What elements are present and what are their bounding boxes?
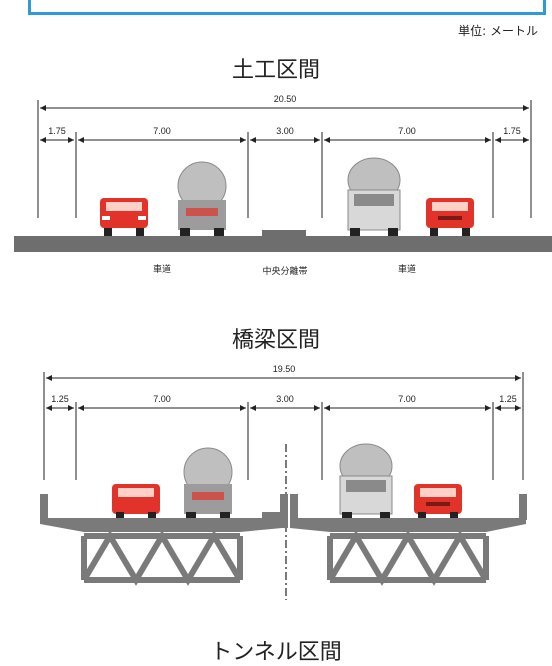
bridge-deck-right bbox=[290, 494, 527, 532]
tank-truck-left bbox=[177, 161, 227, 236]
median-barrier bbox=[262, 230, 306, 238]
bridge-tank-truck-left bbox=[183, 447, 233, 518]
section-title-tunnel: トンネル区間 bbox=[210, 640, 342, 665]
bridge-dim-label-2: 7.00 bbox=[153, 394, 171, 404]
header-frame bbox=[28, 0, 546, 15]
bridge-total-width-label: 19.50 bbox=[273, 364, 296, 374]
bridge-car-right bbox=[414, 484, 462, 518]
tank-truck-right bbox=[347, 157, 401, 236]
bridge-dim-label-4: 7.00 bbox=[398, 394, 416, 404]
bridge-deck-left bbox=[40, 494, 288, 532]
bridge-dim-label-1: 1.25 bbox=[51, 394, 69, 404]
dim-label-4: 7.00 bbox=[398, 126, 416, 136]
dim-label-1: 1.75 bbox=[48, 126, 66, 136]
dim-label-2: 7.00 bbox=[153, 126, 171, 136]
earthwork-cross-section: 20.50 1.75 7.00 3.00 7.00 1.75 車道 bbox=[14, 94, 552, 277]
bridge-tank-truck-right bbox=[339, 443, 393, 518]
car-left bbox=[100, 198, 148, 236]
truss-right bbox=[327, 530, 489, 586]
lane-label-left: 車道 bbox=[153, 263, 171, 275]
section-title-earthwork: 土工区間 bbox=[231, 58, 320, 83]
bridge-cross-section: 19.50 1.25 7.00 3.00 7.00 1.25 bbox=[40, 364, 527, 600]
dim-label-5: 1.75 bbox=[503, 126, 521, 136]
truss-left bbox=[81, 530, 243, 586]
section-title-bridge: 橋梁区間 bbox=[231, 328, 320, 353]
bridge-dim-label-3: 3.00 bbox=[276, 394, 294, 404]
unit-label: 単位: メートル bbox=[458, 24, 538, 38]
road-surface bbox=[14, 236, 552, 252]
median-label: 中央分離帯 bbox=[262, 265, 307, 277]
car-right bbox=[426, 198, 474, 236]
bridge-dim-label-5: 1.25 bbox=[499, 394, 517, 404]
lane-label-right: 車道 bbox=[398, 263, 416, 275]
dim-label-3: 3.00 bbox=[276, 126, 294, 136]
total-width-label: 20.50 bbox=[274, 94, 297, 104]
bridge-car-left bbox=[112, 484, 160, 518]
